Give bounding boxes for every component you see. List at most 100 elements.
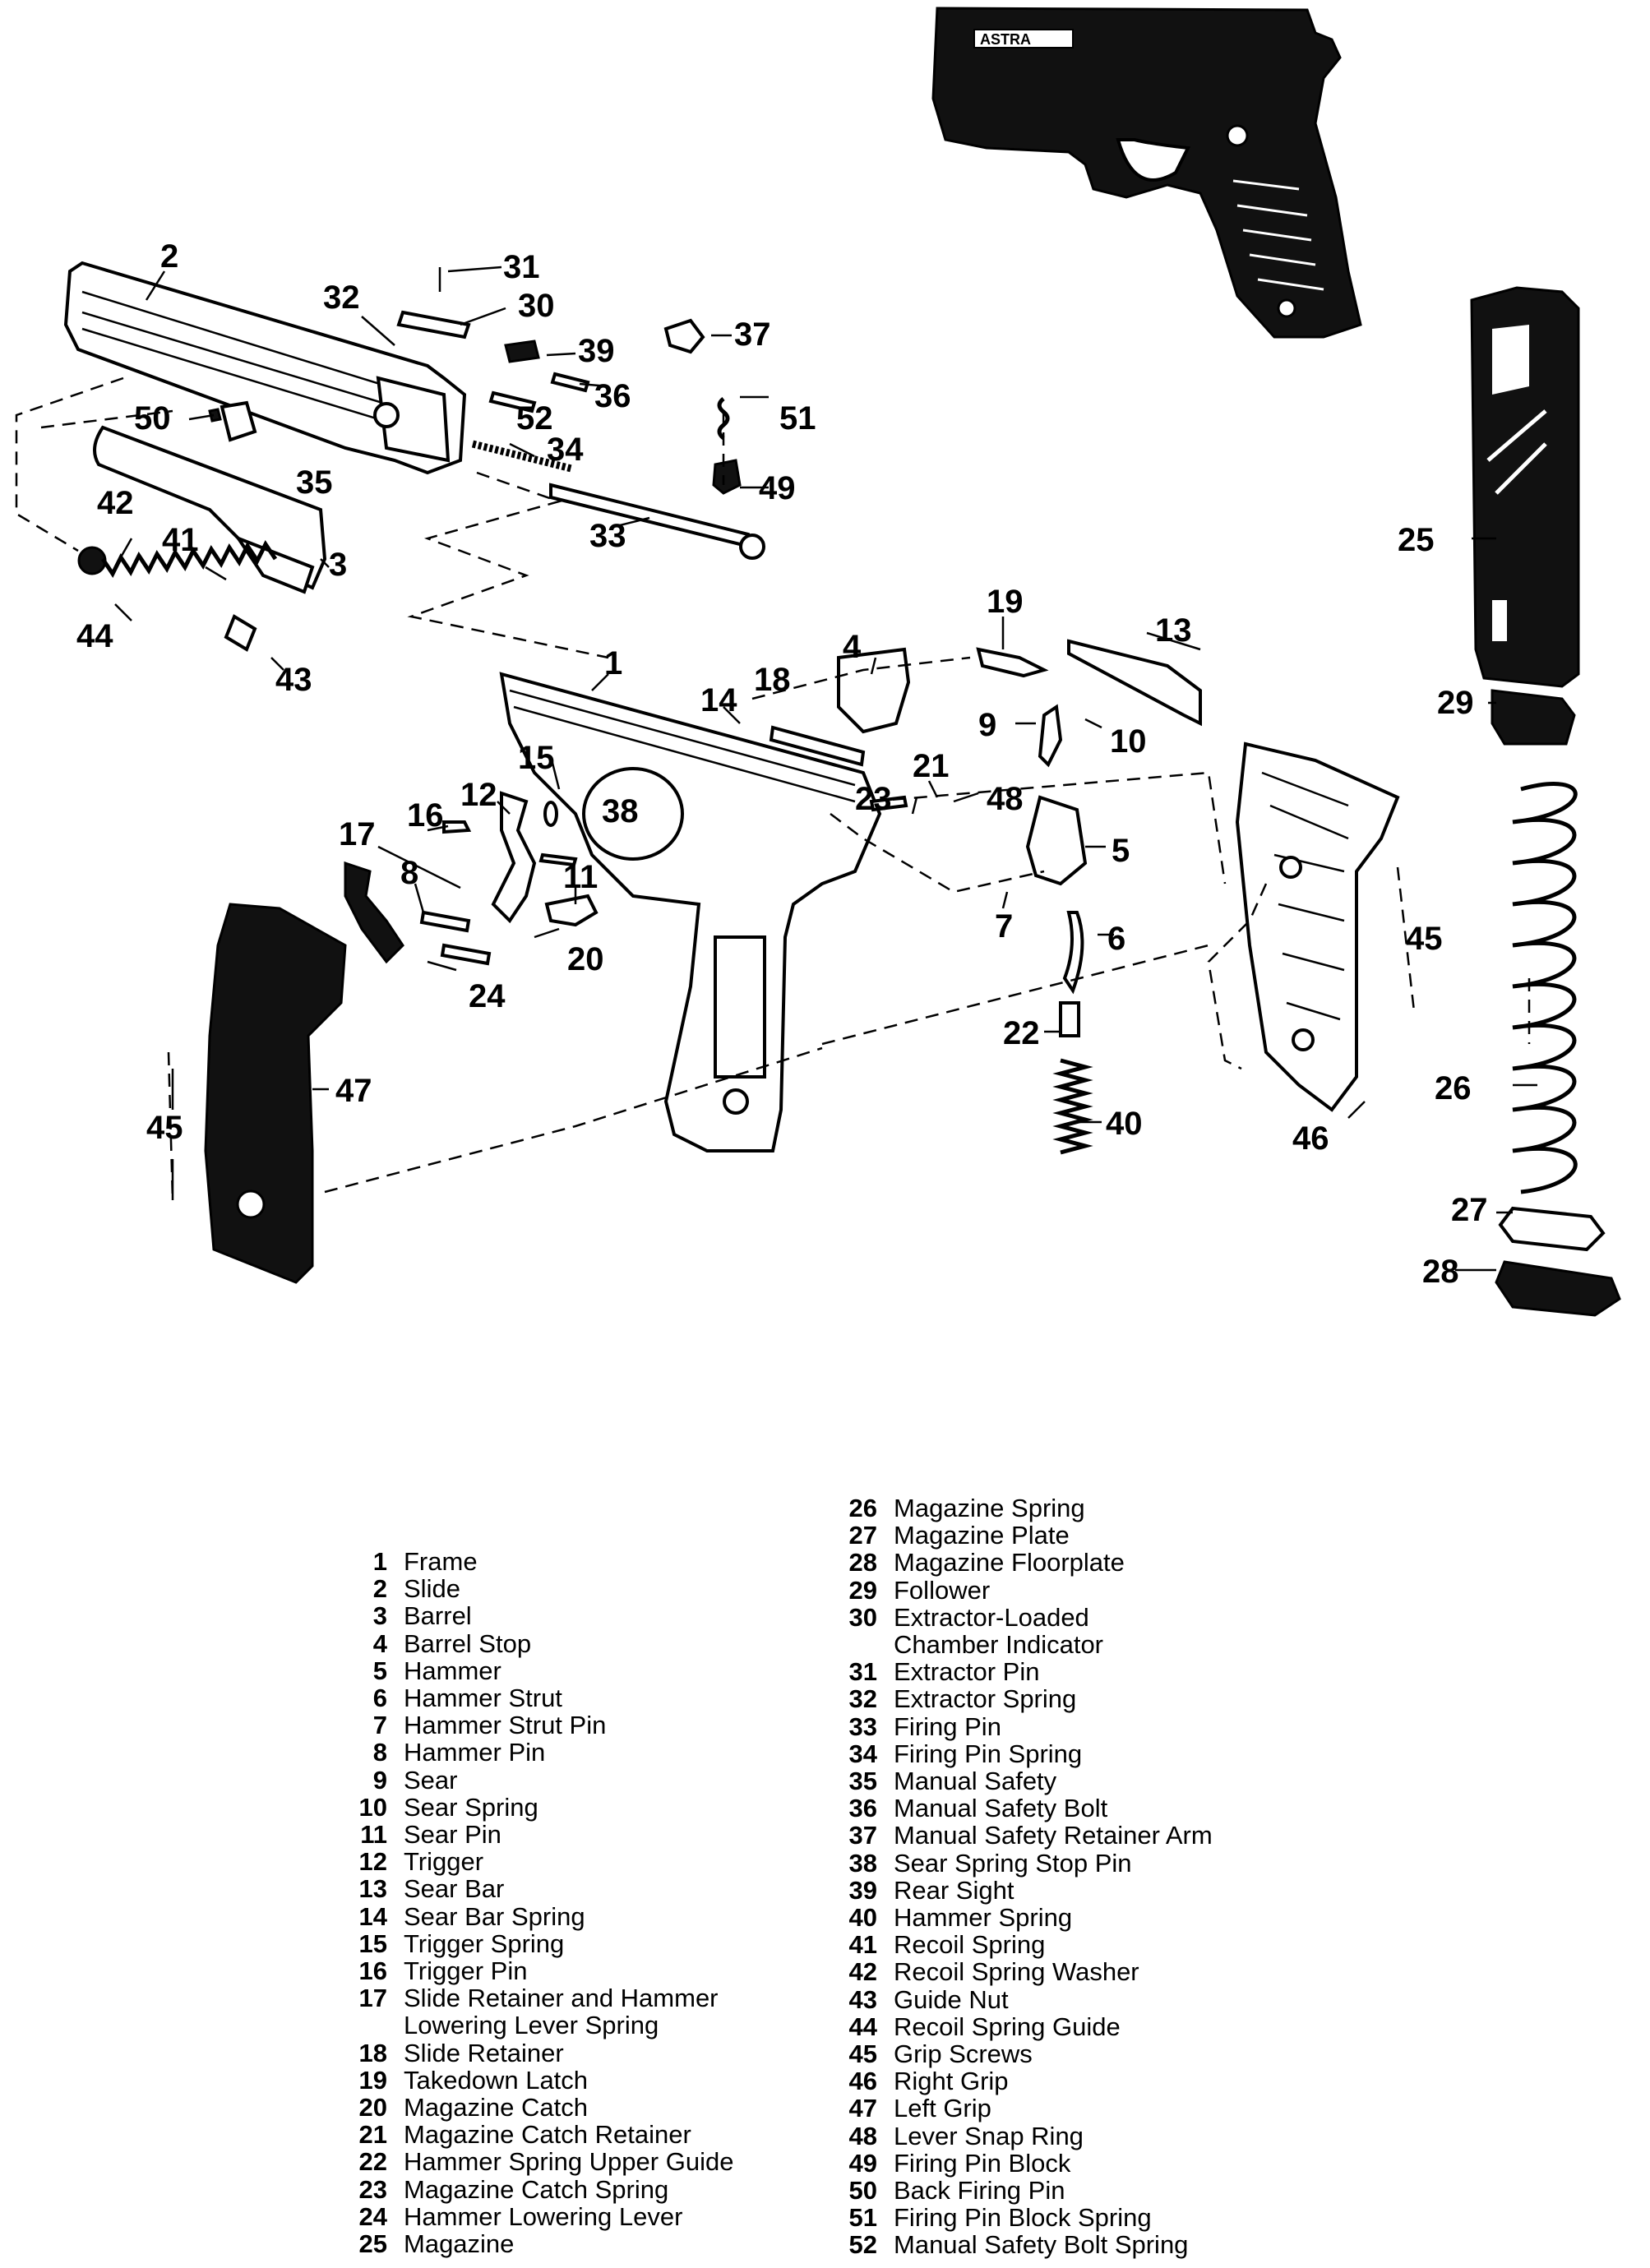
legend-part-name: Takedown Latch <box>404 2065 589 2095</box>
legend-part-name: Slide Retainer <box>404 2038 564 2067</box>
legend-part-name: Barrel <box>404 1601 472 1631</box>
legend-part-number: 16 <box>358 1956 387 1986</box>
legend-part-name: Magazine Spring <box>894 1494 1085 1522</box>
legend-part-number: 39 <box>848 1875 877 1905</box>
legend-part-number: 45 <box>848 2039 877 2069</box>
magazine-part <box>1470 286 1580 688</box>
legend-part-name: Rear Sight <box>894 1875 1014 1905</box>
exploded-parts-diagram: ASTRA <box>15 7 1621 1317</box>
callout-29: 29 <box>1437 685 1474 721</box>
legend-part-name: Recoil Spring <box>894 1930 1046 1960</box>
legend-part-number: 40 <box>848 1903 877 1933</box>
legend-row: Chamber Indicator <box>841 1631 1213 1658</box>
callout-22: 22 <box>1003 1015 1040 1051</box>
legend-part-name: Right Grip <box>894 2067 1009 2096</box>
legend-part-name: Firing Pin Block <box>894 2148 1071 2178</box>
callout-17: 17 <box>339 816 376 852</box>
callout-50: 50 <box>134 400 171 437</box>
slide-small-parts <box>208 267 765 560</box>
legend-part-number: 23 <box>358 2174 387 2204</box>
legend-part-name: Magazine Plate <box>894 1521 1070 1550</box>
hammer-group <box>769 639 1202 1155</box>
legend-part-number: 5 <box>372 1656 387 1685</box>
legend-part-name: Extractor Spring <box>894 1684 1077 1714</box>
callout-40: 40 <box>1106 1106 1143 1142</box>
legend-part-name: Trigger Pin <box>404 1956 528 1986</box>
callout-28: 28 <box>1422 1254 1459 1290</box>
legend-part-number: 28 <box>848 1548 877 1577</box>
legend-part-name: Slide Retainer and Hammer <box>404 1984 719 2013</box>
legend-part-number: 25 <box>358 2229 387 2259</box>
legend-part-number: 3 <box>372 1601 387 1631</box>
legend-part-number: 41 <box>848 1930 877 1960</box>
callout-39: 39 <box>578 333 615 369</box>
legend-part-name: Back Firing Pin <box>894 2176 1065 2206</box>
callout-32: 32 <box>323 279 360 316</box>
legend-row: Lowering Lever Spring <box>351 2012 733 2039</box>
legend-part-name: Sear Bar Spring <box>404 1901 585 1931</box>
callout-44: 44 <box>76 618 113 654</box>
callouts: 1 2 3 4 5 6 7 8 9 10 11 12 13 14 15 16 1… <box>76 238 1488 1290</box>
legend-part-name: Firing Pin Block Spring <box>894 2203 1152 2233</box>
legend-part-number: 26 <box>848 1494 877 1522</box>
legend-part-name: Manual Safety Retainer Arm <box>894 1821 1213 1850</box>
callout-2: 2 <box>160 238 178 275</box>
leader-lines <box>113 266 1537 1272</box>
callout-1: 1 <box>604 645 622 681</box>
legend-part-number: 1 <box>372 1547 387 1576</box>
legend-part-number: 6 <box>372 1684 387 1713</box>
callout-42: 42 <box>97 485 134 521</box>
callout-23: 23 <box>855 781 892 817</box>
callout-3: 3 <box>329 547 347 583</box>
legend-part-number: 4 <box>372 1628 387 1658</box>
callout-52: 52 <box>516 400 553 437</box>
magazine-floorplate-part <box>1495 1260 1621 1317</box>
callout-37: 37 <box>734 316 771 353</box>
legend-part-number: 36 <box>848 1794 877 1823</box>
legend-row: 49 Firing Pin Block <box>841 2150 1213 2177</box>
legend-part-name: Hammer Lowering Lever <box>404 2201 683 2231</box>
legend-part-number: 15 <box>358 1928 387 1958</box>
legend-part-name: Lever Snap Ring <box>894 2121 1084 2150</box>
legend-part-name: Extractor Pin <box>894 1657 1040 1687</box>
callout-8: 8 <box>400 855 418 891</box>
recoil-spring-assembly <box>77 540 278 652</box>
legend-part-name: Recoil Spring Washer <box>894 1957 1139 1987</box>
callout-48: 48 <box>987 781 1024 817</box>
legend-part-number: 51 <box>848 2203 877 2233</box>
legend-row: 3 Barrel <box>351 1602 733 1629</box>
callout-51: 51 <box>779 400 816 437</box>
callout-33: 33 <box>589 518 626 554</box>
callout-47: 47 <box>335 1073 372 1109</box>
legend-row: 37 Manual Safety Retainer Arm <box>841 1822 1213 1849</box>
callout-25: 25 <box>1398 522 1435 558</box>
legend-part-name: Sear <box>404 1765 458 1795</box>
legend-part-number: 49 <box>848 2148 877 2178</box>
legend-part-number: 33 <box>848 1711 877 1741</box>
legend-part-name: Recoil Spring Guide <box>894 2012 1121 2041</box>
legend-part-number: 37 <box>848 1821 877 1850</box>
